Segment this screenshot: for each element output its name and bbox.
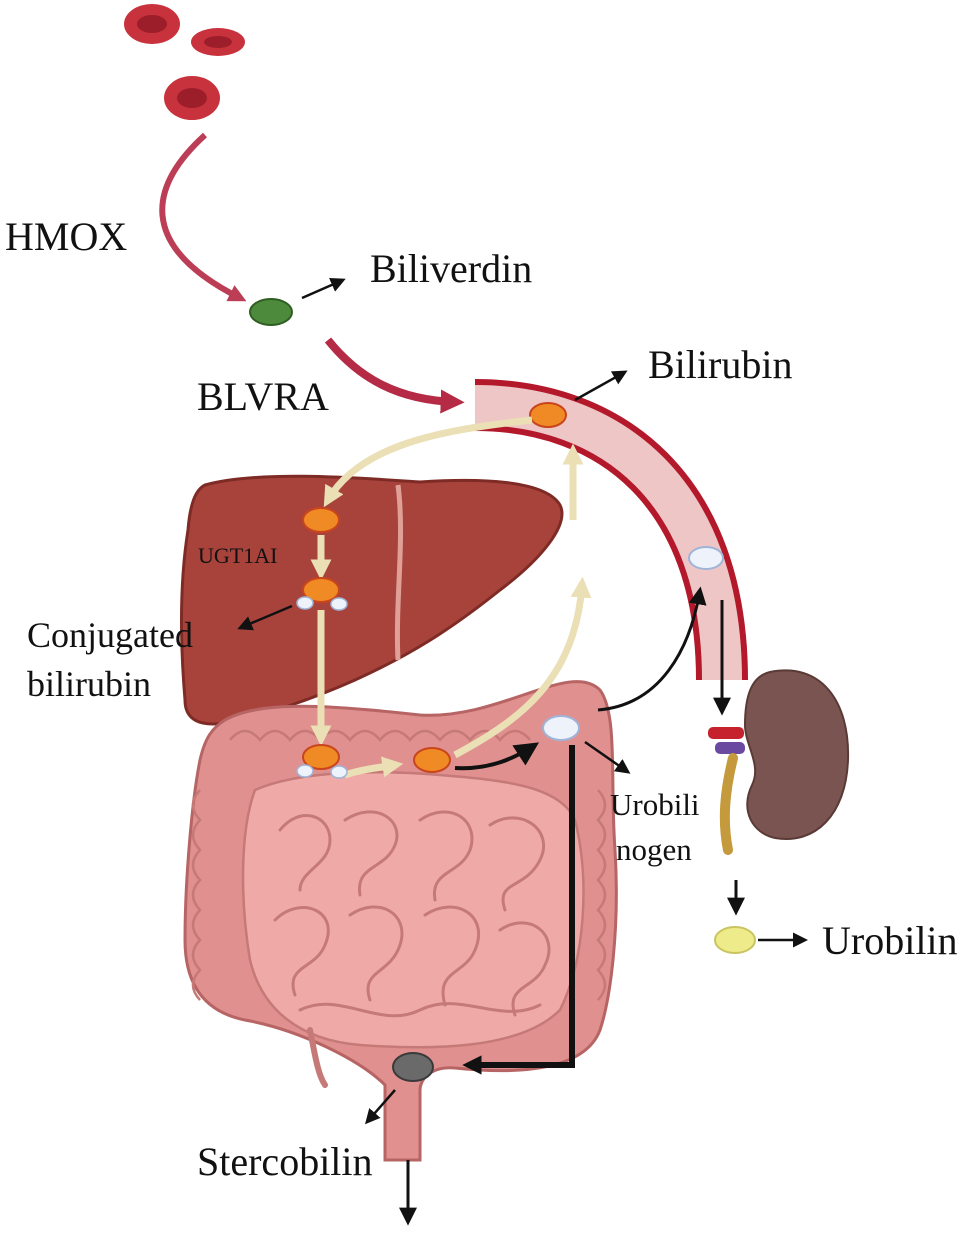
stercobilin-label: Stercobilin [197,1139,373,1184]
urobilinogen-molecule [543,716,579,740]
urobilinogen-label-line1: Urobili [610,787,700,822]
intestine-bilirubin-molecule [414,748,450,772]
ugt1a1-label: UGT1AI [198,543,277,568]
red-blood-cell [124,4,180,44]
biliverdin-molecule [250,299,292,325]
urobilin-molecule [715,927,755,953]
liver-bilirubin-molecule [303,508,339,532]
hmox-arrow [162,135,240,298]
biliverdin-label: Biliverdin [370,246,532,291]
bilirubin-label: Bilirubin [648,342,792,387]
stercobilin-molecule [393,1053,433,1081]
conjugated-label-line2: bilirubin [27,664,151,704]
urobilinogen-vessel-molecule [689,547,723,569]
hmox-label: HMOX [5,214,127,259]
bilirubin-pointer-arrow [575,372,625,400]
urobilinogen-label-line2: nogen [616,832,692,867]
liver [182,476,562,724]
conjugated-label-line1: Conjugated [27,615,193,655]
reabsorption-arrow [598,590,700,710]
red-blood-cell [191,28,245,56]
biliverdin-pointer-arrow [302,280,343,298]
red-blood-cells [124,4,245,120]
red-blood-cell [164,76,220,120]
blvra-label: BLVRA [197,374,329,419]
blvra-arrow [328,340,455,402]
intestines [185,682,616,1160]
bilirubin-molecule [530,403,566,427]
urobilin-label: Urobilin [822,918,958,963]
kidney [708,670,848,850]
